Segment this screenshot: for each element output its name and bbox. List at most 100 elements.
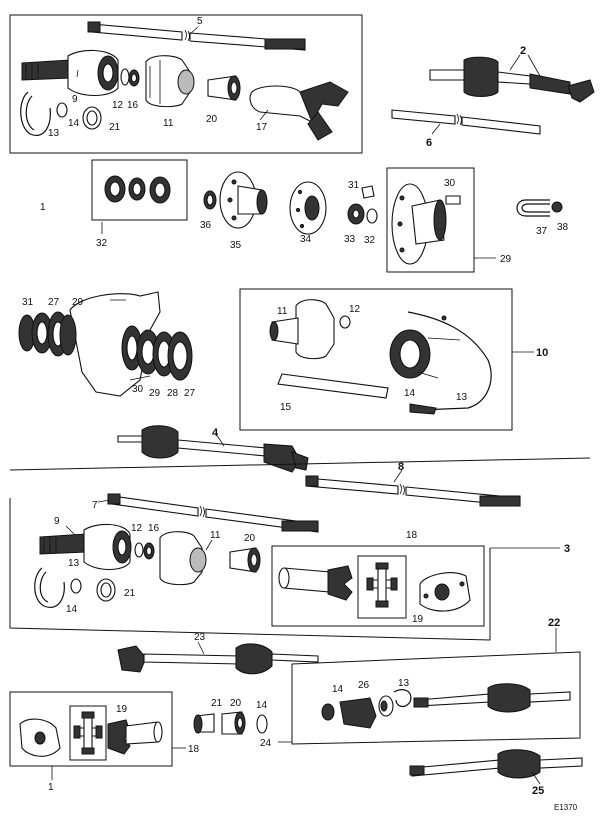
part-u-bolt-37 xyxy=(516,199,550,217)
callout-21b: 21 xyxy=(124,588,136,599)
callout-12b: 12 xyxy=(349,304,361,315)
part-bearing-set-32 xyxy=(104,175,171,204)
part-bushing-20 xyxy=(207,75,241,101)
part-yoke-17 xyxy=(249,81,349,141)
callout-21c: 21 xyxy=(211,698,223,709)
callout-22: 22 xyxy=(548,617,560,629)
callout-12: 12 xyxy=(112,100,124,111)
callout-27b: 27 xyxy=(184,388,196,399)
callout-19b: 19 xyxy=(116,704,128,715)
group-box-32 xyxy=(91,159,188,221)
callout-12c: 12 xyxy=(131,523,143,534)
group-box-19 xyxy=(357,555,407,619)
callout-13d: 13 xyxy=(398,678,410,689)
group-bottom-left xyxy=(9,691,268,780)
part-bearing-11c xyxy=(159,531,213,586)
callout-11b: 11 xyxy=(277,306,288,317)
part-shaft-8 xyxy=(305,469,521,507)
part-drive-shaft-4 xyxy=(117,425,309,473)
part-flange-yoke xyxy=(419,572,471,612)
callout-13c: 13 xyxy=(68,558,80,569)
callout-32-set: 32 xyxy=(96,238,108,249)
callout-18b: 18 xyxy=(188,744,200,755)
callout-15: 15 xyxy=(280,402,292,413)
section-divider-line xyxy=(9,457,591,471)
callout-20b: 20 xyxy=(244,533,256,544)
group-middle-assembly xyxy=(9,493,560,641)
part-bushing-20b xyxy=(229,547,261,573)
part-joint-housing-9 xyxy=(67,49,119,97)
part-bushing-20c xyxy=(221,711,246,735)
part-nut-38 xyxy=(551,201,563,213)
callout-38: 38 xyxy=(557,222,569,233)
callout-11c: 11 xyxy=(210,530,221,541)
callout-3: 3 xyxy=(564,543,570,555)
callout-27: 27 xyxy=(48,297,60,308)
callout-13: 13 xyxy=(48,128,60,139)
part-circlip-13c xyxy=(34,567,65,608)
callout-2: 2 xyxy=(520,45,526,57)
callout-20c: 20 xyxy=(230,698,242,709)
callout-14b: 14 xyxy=(404,388,416,399)
callout-28: 28 xyxy=(167,388,179,399)
callout-19: 19 xyxy=(412,614,424,625)
part-washer-32 xyxy=(366,208,378,224)
group-box-29 xyxy=(386,167,475,273)
callout-23: 23 xyxy=(194,632,206,643)
callout-13b: 13 xyxy=(456,392,468,403)
callout-24: 24 xyxy=(260,738,272,749)
part-stub-shaft-9 xyxy=(21,59,71,81)
callout-9b: 9 xyxy=(54,516,60,527)
callout-30b: 30 xyxy=(132,384,144,395)
group-box-10 xyxy=(239,288,534,431)
callout-33: 33 xyxy=(344,234,356,245)
part-gaiter-15 xyxy=(277,373,389,399)
callout-14: 14 xyxy=(68,118,80,129)
part-hub-35 xyxy=(219,171,268,229)
group-box-19b xyxy=(69,705,107,761)
callout-20: 20 xyxy=(206,114,218,125)
callout-1: 1 xyxy=(40,202,46,213)
part-stub-shaft-9b xyxy=(39,533,87,555)
callout-14c: 14 xyxy=(66,604,78,615)
callout-14e: 14 xyxy=(256,700,268,711)
part-cv-joint-14 xyxy=(389,329,461,379)
group-hub-row xyxy=(91,159,563,273)
callout-30: 30 xyxy=(444,178,456,189)
part-spider-19 xyxy=(366,562,398,608)
part-bearing-33 xyxy=(347,203,365,225)
part-shaft-6 xyxy=(391,109,541,135)
callout-31: 31 xyxy=(348,180,360,191)
callout-5: 5 xyxy=(197,16,203,27)
part-half-shaft-22 xyxy=(413,683,571,713)
part-circlip-12 xyxy=(120,68,130,86)
part-drive-shaft-23 xyxy=(117,641,319,675)
part-nut-31 xyxy=(361,185,375,199)
callout-18: 18 xyxy=(406,530,418,541)
callout-31b: 31 xyxy=(22,297,34,308)
group-bottom-right xyxy=(278,628,583,785)
callout-32: 32 xyxy=(364,235,376,246)
callout-16: 16 xyxy=(127,100,139,111)
part-shaft-7 xyxy=(97,493,319,533)
part-shaft-5 xyxy=(87,21,306,51)
group-box-10-frame xyxy=(239,288,513,431)
callout-34: 34 xyxy=(300,234,312,245)
part-bearing-11 xyxy=(145,55,195,108)
callout-29: 29 xyxy=(500,254,512,265)
group-box-top-left xyxy=(9,14,363,154)
part-axle-housing xyxy=(69,291,161,397)
callout-17: 17 xyxy=(256,122,268,133)
callout-14d: 14 xyxy=(332,684,344,695)
part-washer-14e xyxy=(256,714,268,734)
part-shaft-assembly-2 xyxy=(429,54,595,103)
callout-16b: 16 xyxy=(148,523,160,534)
callout-29b: 29 xyxy=(72,297,84,308)
callout-26: 26 xyxy=(358,680,370,691)
callout-29c: 29 xyxy=(149,388,161,399)
part-bearing-11b xyxy=(269,299,335,360)
part-half-shaft-25 xyxy=(409,749,583,785)
callout-6: 6 xyxy=(426,137,432,149)
part-joint-housing-9b xyxy=(65,523,132,571)
